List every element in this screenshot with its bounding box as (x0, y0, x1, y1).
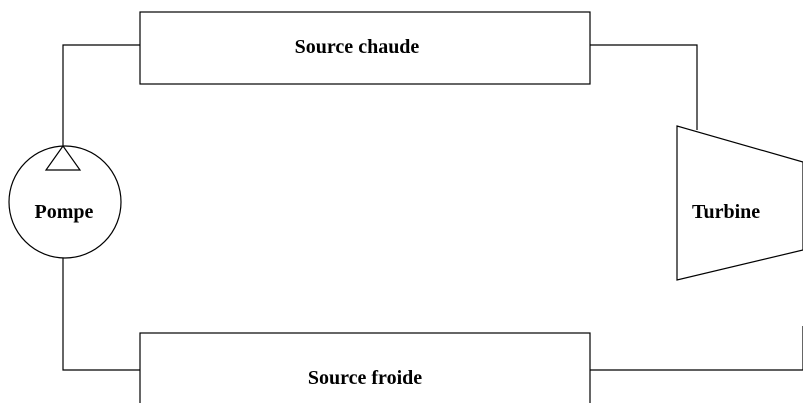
turbine-label: Turbine (692, 201, 760, 223)
pump-circle (8, 145, 122, 259)
hot-source-box (139, 11, 591, 85)
cold-source-box (139, 332, 591, 403)
hot-source-label: Source chaude (295, 36, 420, 58)
hot-source-block: Source chaude (139, 11, 591, 85)
pump-block: Pompe (8, 144, 122, 259)
pipe-hot-source-to-turbine (590, 44, 698, 130)
pipe-cold-source-to-pump (62, 258, 140, 371)
pipe-turbine-to-cold-source (590, 326, 803, 371)
turbine-block: Turbine (676, 125, 803, 281)
cold-source-label: Source froide (308, 367, 422, 389)
turbine-shape (676, 125, 803, 281)
pump-label: Pompe (35, 201, 94, 223)
pipe-pump-to-hot-source (62, 44, 140, 146)
cold-source-block: Source froide (139, 332, 591, 403)
pump-triangle-icon (44, 144, 82, 171)
